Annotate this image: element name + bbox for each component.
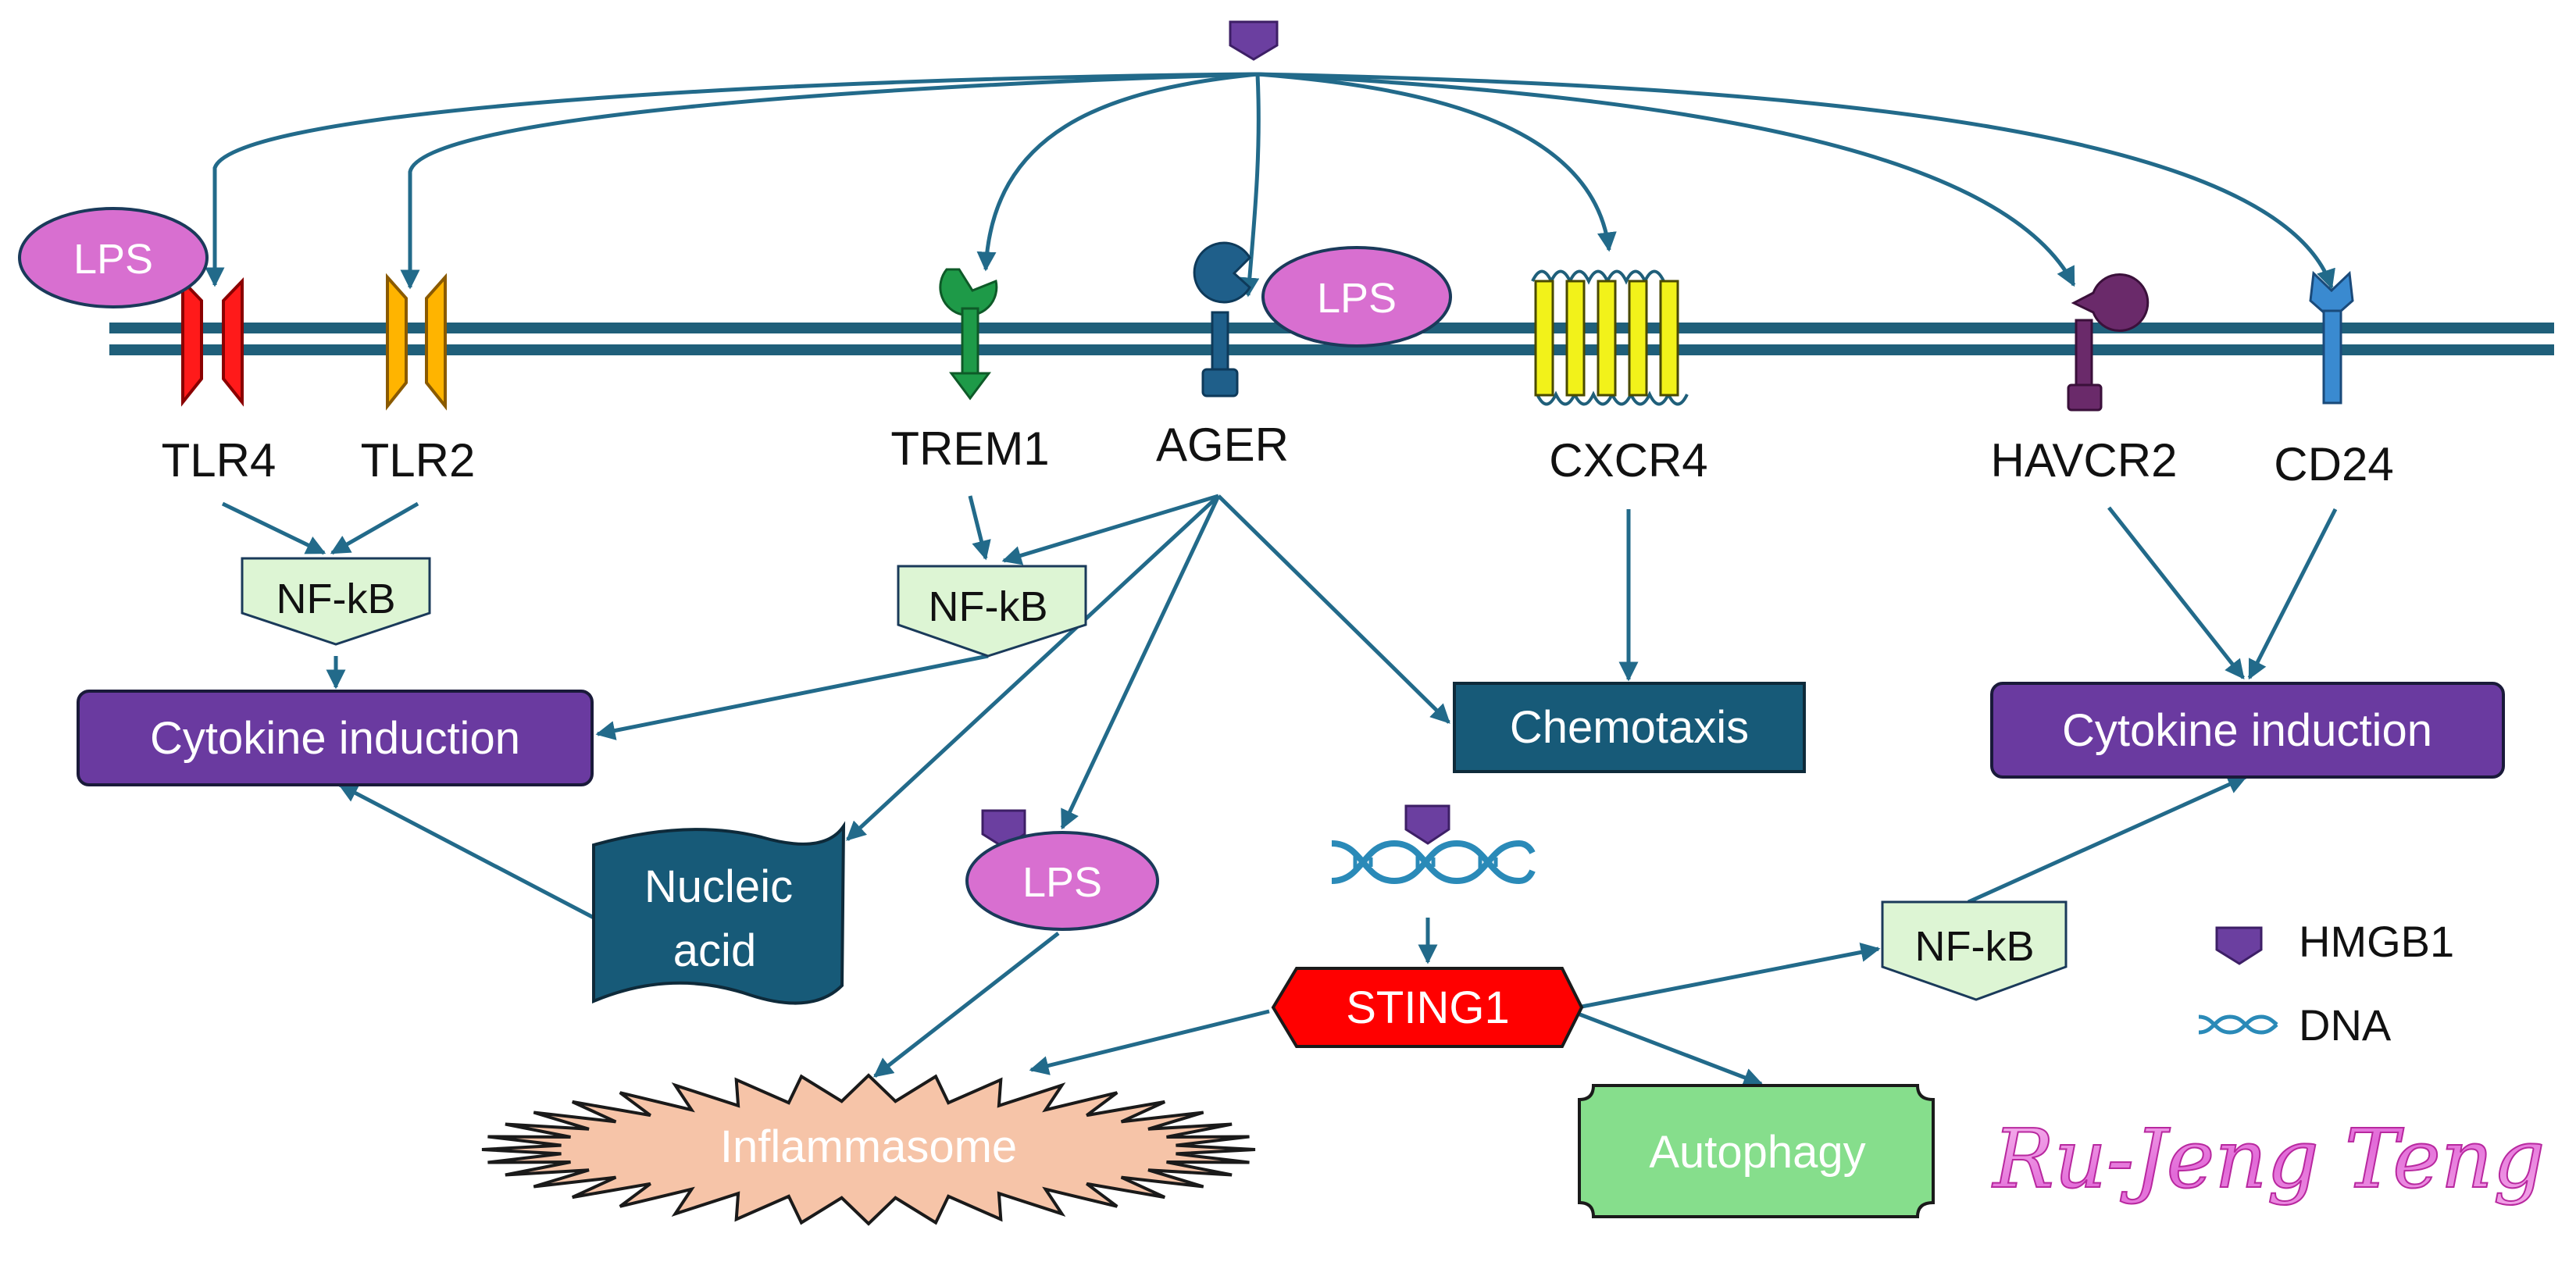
tlr2-receptor bbox=[386, 273, 447, 411]
hmgb1-ligand-top bbox=[1229, 20, 1279, 61]
author-signature: Ru-Jeng Teng bbox=[1992, 1111, 2546, 1207]
nfkb-trem1: NF-kB bbox=[897, 565, 1087, 658]
havcr2-label: HAVCR2 bbox=[1991, 434, 2178, 487]
svg-text:LPS: LPS bbox=[1022, 859, 1102, 906]
svg-text:HMGB1: HMGB1 bbox=[2299, 917, 2454, 966]
autophagy-box: Autophagy bbox=[1578, 1084, 1935, 1218]
hmgb1-legend-icon bbox=[2215, 926, 2263, 965]
ager-receptor bbox=[1193, 241, 1251, 397]
tlr4-label: TLR4 bbox=[162, 434, 277, 487]
svg-text:DNA: DNA bbox=[2299, 1000, 2392, 1050]
tlr2-label: TLR2 bbox=[361, 434, 476, 487]
nucleic-acid-box: Nucleic acid bbox=[592, 821, 846, 1005]
trem1-receptor bbox=[939, 268, 998, 401]
svg-text:Cytokine induction: Cytokine induction bbox=[2062, 705, 2432, 756]
cxcr4-receptor bbox=[1531, 269, 1689, 406]
svg-text:Autophagy: Autophagy bbox=[1649, 1127, 1865, 1178]
cytokine-induction-left: Cytokine induction bbox=[77, 690, 594, 786]
cxcr4-label: CXCR4 bbox=[1549, 434, 1707, 487]
inflammasome-burst: Inflammasome bbox=[481, 1073, 1256, 1226]
svg-text:NF-kB: NF-kB bbox=[929, 583, 1048, 630]
trem1-label: TREM1 bbox=[890, 422, 1049, 475]
svg-text:STING1: STING1 bbox=[1346, 982, 1510, 1033]
hmgb1-lps-complex: LPS bbox=[965, 809, 1159, 931]
signal-arrows bbox=[221, 494, 2338, 1087]
nfkb-left: NF-kB bbox=[241, 557, 431, 646]
svg-text:LPS: LPS bbox=[73, 236, 153, 283]
svg-text:Chemotaxis: Chemotaxis bbox=[1510, 702, 1749, 753]
svg-text:Nucleic: Nucleic bbox=[644, 861, 793, 912]
nfkb-sting: NF-kB bbox=[1881, 900, 2068, 1001]
cd24-receptor bbox=[2309, 270, 2354, 405]
sting1-box: STING1 bbox=[1271, 967, 1584, 1048]
svg-text:NF-kB: NF-kB bbox=[277, 576, 396, 622]
cytokine-induction-right: Cytokine induction bbox=[1990, 682, 2505, 779]
dna-icon bbox=[1331, 840, 1536, 885]
hmgb1-arrows bbox=[205, 72, 2335, 298]
lps-tlr4: LPS bbox=[18, 207, 209, 308]
dna-hmgb1-complex bbox=[1331, 804, 1536, 885]
svg-text:Cytokine induction: Cytokine induction bbox=[150, 713, 520, 764]
ager-label: AGER bbox=[1156, 419, 1289, 471]
tlr4-receptor bbox=[181, 277, 244, 407]
dna-legend-icon bbox=[2198, 1014, 2278, 1035]
svg-text:NF-kB: NF-kB bbox=[1915, 923, 2035, 970]
svg-text:Inflammasome: Inflammasome bbox=[720, 1121, 1017, 1172]
cd24-label: CD24 bbox=[2274, 438, 2393, 490]
lps-ager: LPS bbox=[1261, 246, 1452, 348]
svg-text:acid: acid bbox=[673, 925, 756, 976]
havcr2-receptor bbox=[2067, 273, 2150, 412]
chemotaxis-box: Chemotaxis bbox=[1453, 682, 1806, 773]
svg-text:LPS: LPS bbox=[1317, 275, 1397, 322]
legend: HMGB1 DNA bbox=[2198, 917, 2454, 1050]
